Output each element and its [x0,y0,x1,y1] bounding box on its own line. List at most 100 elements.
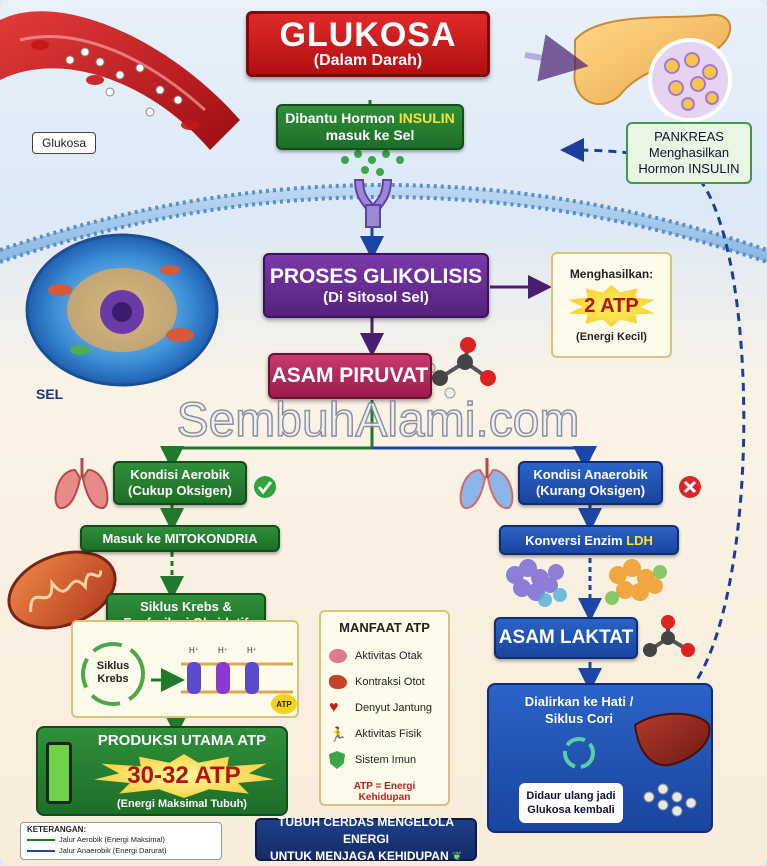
lungs-aerobic-icon [54,458,109,509]
krebs-line1: Siklus Krebs & [140,599,232,614]
atp-production-title: PRODUKSI UTAMA ATP [97,732,267,749]
cori-line1: Dialirkan ke Hati / [524,694,634,709]
atp-benefit-label-4: Sistem Imun [355,754,417,766]
krebs-cycle-graphic [81,642,293,706]
ldh-keyword: LDH [626,532,653,548]
pyruvate-molecule-icon [424,337,496,399]
glycolysis-output-card: Menghasilkan: 2 ATP (Energi Kecil) [551,252,672,358]
cross-icon [679,476,701,498]
aerobic-condition-box: Kondisi Aerobik (Cukup Oksigen) [113,461,247,505]
krebs-cycle-label-1: Siklus [96,660,130,672]
leaf-icon: ❦ [451,849,463,863]
shield-icon [329,751,345,769]
insulin-line2: masuk ke Sel [325,127,415,143]
atp-benefit-label-1: Kontraksi Otot [355,676,425,688]
glycolysis-subtitle: (Di Sitosol Sel) [323,289,429,306]
lungs-anaerobic-icon [459,458,514,509]
proton-label-2: H⁺ [218,646,228,655]
atp-benefit-row-0: Aktivitas Otak [329,643,440,669]
cell-label: SEL [36,386,64,402]
recycle-box: Didaur ulang jadi Glukosa kembali [519,783,623,823]
legend-title: KETERANGAN: [27,825,87,834]
pancreas-name: PANKREAS [654,129,724,144]
legend-aerobic-swatch [27,838,55,841]
krebs-cycle-label-2: Krebs [97,673,129,685]
ldh-box: Konversi Enzim LDH [499,525,679,555]
atp-benefit-row-4: Sistem Imun [329,747,440,773]
blood-vessel-illustration [0,11,240,151]
glucose-title-box: GLUKOSA (Dalam Darah) [246,11,490,77]
glycolysis-output-note: (Energi Kecil) [576,331,647,343]
atp-production-value: 30-32 ATP [127,762,241,789]
krebs-cycle-panel: Siklus Krebs H⁺ H⁺ H⁺ ATP [71,620,299,718]
cori-cycle-panel: Dialirkan ke Hati / Siklus Cori Didaur u… [487,683,713,833]
lactate-box: ASAM LAKTAT [494,617,638,659]
watermark: SembuhAlami.com [176,393,580,448]
insulin-receptor-icon [341,150,404,228]
atp-benefit-row-1: Kontraksi Otot [329,669,440,695]
pancreas-line3: Hormon INSULIN [638,161,740,176]
proton-label-3: H⁺ [247,646,257,655]
atp-benefit-label-0: Aktivitas Otak [355,650,423,662]
insulin-box: Dibantu Hormon INSULIN masuk ke Sel [276,104,464,150]
atp-benefit-label-2: Denyut Jantung [355,702,433,714]
legend-box: KETERANGAN: Jalur Aerobik (Energi Maksim… [20,822,222,860]
recycle-line1: Didaur ulang jadi [526,790,616,802]
glycolysis-title: PROSES GLIKOLISIS [269,265,483,288]
atp-synthase-tag: ATP [271,694,297,714]
cori-title: Dialirkan ke Hati / Siklus Cori [499,693,659,727]
insulin-prefix: Dibantu Hormon [285,110,399,126]
footer-banner: TUBUH CERDAS MENGELOLA ENERGI UNTUK MENJ… [255,815,477,863]
legend-anaerobic-label: Jalur Anaerobik (Energi Darurat) [59,846,167,855]
mitochondria-illustration [7,550,117,630]
cell-illustration [25,233,219,387]
atp-production-panel: PRODUKSI UTAMA ATP 30-32 ATP (Energi Mak… [36,726,288,816]
battery-icon [46,742,72,804]
legend-anaerobic-swatch [27,849,55,852]
atp-benefit-row-2: ♥ Denyut Jantung [329,695,440,721]
aerobic-condition-line2: (Cukup Oksigen) [127,483,232,498]
atp-burst-small: 2 ATP [568,285,655,327]
anaerobic-condition-line1: Kondisi Anaerobik [533,467,648,482]
check-icon [254,476,276,498]
proton-label-1: H⁺ [189,646,199,655]
heart-icon: ♥ [329,699,339,716]
insulin-keyword: INSULIN [398,110,455,126]
atp-benefit-label-3: Aktivitas Fisik [355,728,422,740]
footer-line2: UNTUK MENJAGA KEHIDUPAN [269,849,449,863]
glycolysis-box: PROSES GLIKOLISIS (Di Sitosol Sel) [263,253,489,318]
glycolysis-output-label: Menghasilkan: [569,267,654,281]
legend-aerobic-label: Jalur Aerobik (Energi Maksimal) [59,835,165,844]
pyruvate-box: ASAM PIRUVAT [268,353,432,399]
glycolysis-atp-value: 2 ATP [584,294,639,317]
recycle-icon [563,737,595,769]
anaerobic-condition-line2: (Kurang Oksigen) [535,483,646,498]
lactate-molecule-icon [643,615,695,657]
brain-icon [329,649,347,663]
atp-benefit-row-3: 🏃 Aktivitas Fisik [329,721,440,747]
anaerobic-condition-box: Kondisi Anaerobik (Kurang Oksigen) [518,461,663,505]
recycle-line2: Glukosa kembali [527,804,615,816]
pancreas-line2: Menghasilkan [648,145,730,160]
ldh-prefix: Konversi Enzim [525,532,627,548]
pancreas-illustration [524,13,732,122]
atp-benefits-card: MANFAAT ATP Aktivitas Otak Kontraksi Oto… [319,610,450,806]
glucose-vessel-label: Glukosa [32,132,96,154]
atp-benefits-title: MANFAAT ATP [339,620,430,635]
atp-benefits-footer: ATP = Energi Kehidupan [353,781,416,803]
aerobic-condition-line1: Kondisi Aerobik [130,467,230,482]
ldh-enzyme-illustration [506,559,667,607]
krebs-cycle-label: Siklus Krebs [91,660,135,686]
liver-illustration [633,712,711,817]
mitochondria-box: Masuk ke MITOKONDRIA [80,525,280,552]
footer-line1: TUBUH CERDAS MENGELOLA ENERGI [278,815,454,846]
atp-production-note: (Energi Maksimal Tubuh) [117,798,247,810]
glucose-subtitle: (Dalam Darah) [313,52,423,69]
runner-icon: 🏃 [329,726,347,742]
pancreas-card: PANKREAS Menghasilkan Hormon INSULIN [626,122,752,184]
atp-burst-large: 30-32 ATP [94,754,274,798]
glucose-title: GLUKOSA [279,16,457,54]
cori-line2: Siklus Cori [545,711,613,726]
